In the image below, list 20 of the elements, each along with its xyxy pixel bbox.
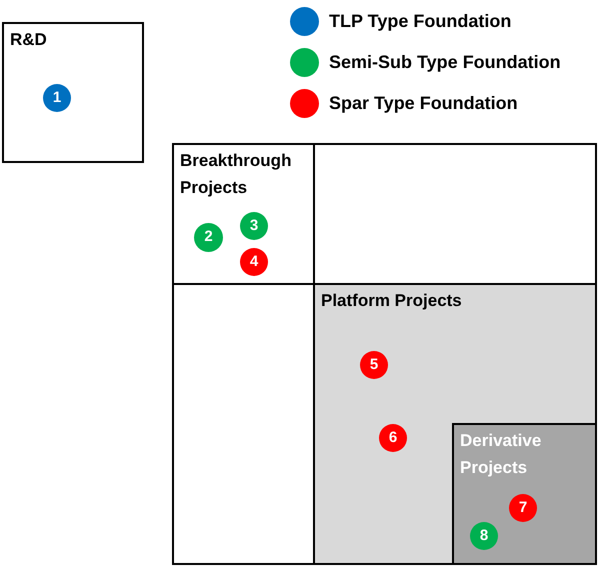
category-box bbox=[313, 283, 597, 565]
box-heading: Breakthrough Projects bbox=[180, 150, 292, 199]
numbered-marker: 4 bbox=[240, 248, 268, 276]
box-heading: Derivative Projects bbox=[460, 430, 542, 479]
legend-label: Spar Type Foundation bbox=[329, 92, 518, 115]
numbered-marker: 3 bbox=[240, 212, 268, 240]
category-box bbox=[452, 423, 597, 565]
numbered-marker: 1 bbox=[43, 84, 71, 112]
legend-label: TLP Type Foundation bbox=[329, 10, 512, 33]
empty-cell bbox=[172, 143, 597, 565]
numbered-marker: 6 bbox=[379, 424, 407, 452]
category-box bbox=[2, 22, 144, 163]
box-heading: R&D bbox=[10, 29, 48, 51]
numbered-marker: 7 bbox=[509, 494, 537, 522]
numbered-marker: 2 bbox=[194, 223, 223, 252]
numbered-marker: 5 bbox=[360, 351, 388, 379]
category-box bbox=[172, 143, 315, 285]
box-heading: Platform Projects bbox=[321, 290, 463, 312]
legend-label: Semi-Sub Type Foundation bbox=[329, 51, 561, 74]
numbered-marker: 8 bbox=[470, 522, 498, 550]
